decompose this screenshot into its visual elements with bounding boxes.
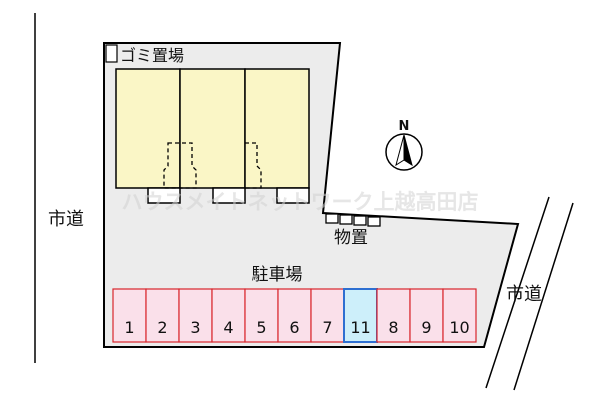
- storage-cell: [353, 215, 367, 226]
- parking-slot-number: 5: [256, 318, 266, 337]
- parking-slot-number: 10: [449, 318, 469, 337]
- road-edge-right-inner: [485, 196, 550, 389]
- dashed-outline-2: [245, 142, 262, 189]
- storage-label: 物置: [334, 228, 368, 248]
- parking-slot-number: 11: [350, 318, 370, 337]
- garbage-area-label: ゴミ置場: [120, 46, 184, 65]
- building-unit-2: [179, 68, 246, 189]
- building-unit-1: [115, 68, 181, 189]
- dashed-outline-1: [163, 142, 197, 189]
- watermark: ハウスメイトネットワーク上越高田店: [122, 190, 479, 214]
- storage-cell: [339, 214, 353, 225]
- building-step-3: [276, 187, 310, 204]
- parking-slot-number: 4: [223, 318, 233, 337]
- north-label: N: [399, 119, 410, 134]
- parking-slot-number: 6: [289, 318, 299, 337]
- parking-label: 駐車場: [252, 265, 303, 285]
- north-arrow-icon: N: [385, 119, 423, 171]
- storage-cell: [367, 216, 381, 227]
- building-step-1: [147, 187, 181, 204]
- parking-slot-number: 3: [190, 318, 200, 337]
- parking-slot-number: 1: [124, 318, 134, 337]
- parking-slot: [310, 288, 345, 343]
- parking-slot-number: 8: [388, 318, 398, 337]
- parking-slots: 1 2 3 4 5 6 7 11 8 9 10: [112, 288, 477, 343]
- parking-slot-number: 2: [157, 318, 167, 337]
- building-step-2: [212, 187, 246, 204]
- parking-slot: [442, 288, 477, 343]
- storage: [325, 213, 381, 227]
- parking-slot: [244, 288, 279, 343]
- parking-slot: [211, 288, 246, 343]
- road-edge-right-outer: [513, 202, 574, 391]
- building: [115, 68, 310, 204]
- parking-slot-number: 7: [322, 318, 332, 337]
- parking-slot: [277, 288, 312, 343]
- building-unit-3: [244, 68, 310, 189]
- garbage-area-marker: [105, 44, 118, 63]
- city-road-left-label: 市道: [48, 209, 84, 230]
- parking-slot-number: 9: [421, 318, 431, 337]
- city-road-right-label: 市道: [506, 284, 542, 305]
- storage-cell: [325, 213, 339, 224]
